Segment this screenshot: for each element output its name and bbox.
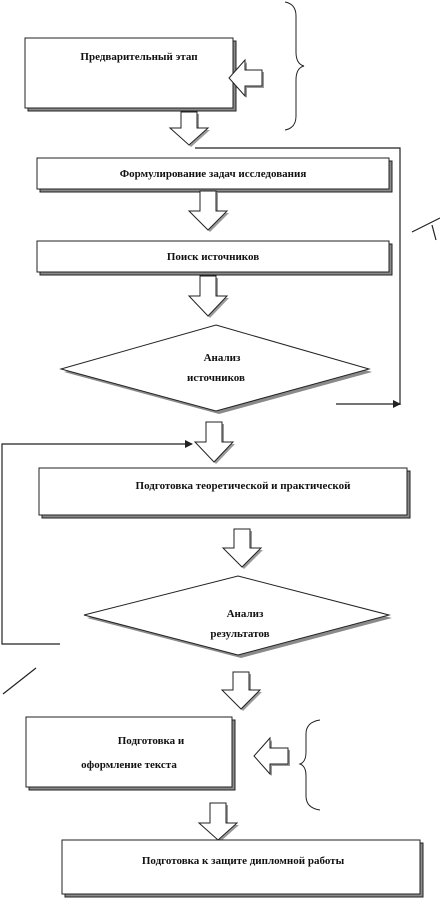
formulate-tasks-label: Формулирование задач исследования bbox=[120, 168, 307, 180]
analysis-results-label-2: результатов bbox=[210, 628, 269, 640]
down-arrow-1 bbox=[168, 111, 210, 147]
feedback-line-right-tick bbox=[411, 217, 440, 233]
feedback-line-right-tick-2 bbox=[431, 224, 437, 241]
formulate-tasks-box: Формулирование задач исследования bbox=[36, 157, 393, 193]
preliminary-stage-box: Предварительный этап bbox=[24, 37, 237, 112]
down-arrow-5 bbox=[221, 528, 263, 569]
search-sources-box: Поиск источников bbox=[36, 240, 393, 276]
defense-prep-label: Подготовка к защите дипломной работы bbox=[142, 855, 345, 867]
feedback-line-left bbox=[1, 440, 193, 645]
format-text-label-1: Подготовка и bbox=[118, 735, 185, 747]
feedback-arrow-left bbox=[228, 58, 264, 98]
analysis-results-diamond: Анализ результатов bbox=[83, 575, 392, 658]
format-text-label-2: оформление текста bbox=[81, 759, 177, 771]
analysis-sources-label-2: источников bbox=[187, 372, 245, 384]
feedback-arrow-left-2 bbox=[253, 736, 290, 776]
prepare-theory-label: Подготовка теоретической и практической bbox=[136, 480, 352, 492]
analysis-results-label-1: Анализ bbox=[227, 608, 264, 620]
prepare-theory-box: Подготовка теоретической и практической bbox=[38, 467, 411, 519]
analysis-sources-diamond: Анализ источников bbox=[59, 324, 372, 414]
down-arrow-4 bbox=[193, 421, 235, 464]
down-arrow-2 bbox=[187, 190, 229, 232]
analysis-sources-label-1: Анализ bbox=[204, 352, 241, 364]
feedback-line-left-tick bbox=[2, 667, 37, 695]
search-sources-label: Поиск источников bbox=[167, 251, 259, 263]
right-brace-top bbox=[284, 1, 305, 131]
format-text-box: Подготовка и оформление текста bbox=[25, 716, 236, 791]
down-arrow-3 bbox=[187, 275, 229, 318]
down-arrow-7 bbox=[197, 802, 239, 842]
feedback-line-right bbox=[195, 147, 401, 405]
defense-prep-box: Подготовка к защите дипломной работы bbox=[61, 839, 424, 898]
down-arrow-6 bbox=[220, 671, 262, 711]
right-brace-bottom bbox=[298, 719, 321, 811]
preliminary-stage-label: Предварительный этап bbox=[80, 51, 198, 63]
